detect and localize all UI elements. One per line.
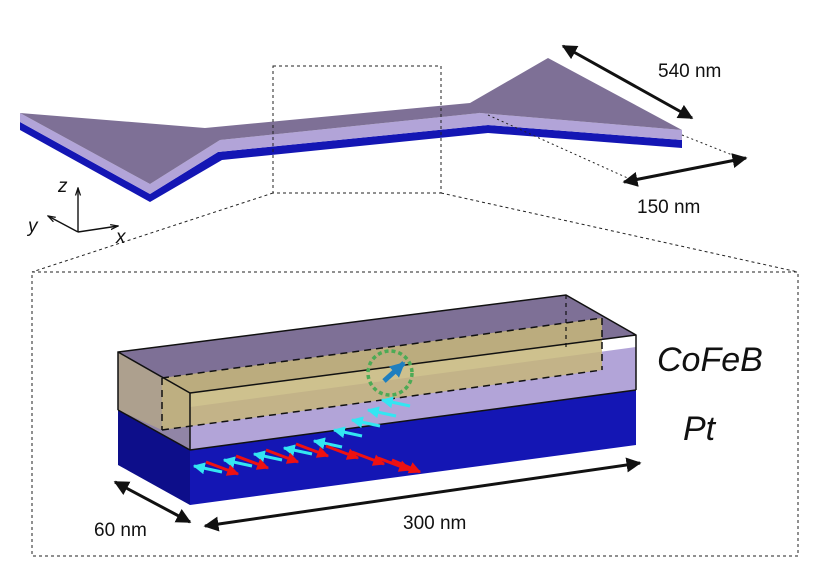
axis-z-label: z xyxy=(57,176,68,197)
moment-ring xyxy=(366,349,414,397)
dimension-540-arrow xyxy=(561,44,694,120)
moment-arrow xyxy=(382,361,406,383)
dimension-60-arrow xyxy=(113,480,192,524)
dimension-150-arrow xyxy=(622,153,748,187)
core-volume-side xyxy=(162,318,602,430)
zoom-region-box xyxy=(272,65,442,194)
dimension-300-arrow xyxy=(203,457,642,532)
pt-label: Pt xyxy=(683,410,717,448)
dimension-300-label: 300 nm xyxy=(403,513,466,534)
magnetic-moment xyxy=(366,349,414,397)
cofeb-top-overview xyxy=(20,58,682,184)
pt-front-face xyxy=(118,410,190,505)
axes-triad: z y x xyxy=(26,176,127,248)
axis-y-label: y xyxy=(26,216,39,237)
cofeb-side-overview xyxy=(20,113,682,194)
dimension-540-label: 540 nm xyxy=(658,61,721,82)
dimension-60-label: 60 nm xyxy=(94,520,147,541)
axis-x-label: x xyxy=(115,227,127,248)
zoom-inset-frame xyxy=(31,271,799,557)
dimension-150-label: 150 nm xyxy=(637,197,700,218)
zoomed-segment xyxy=(117,294,637,505)
cofeb-label: CoFeB xyxy=(657,341,763,379)
